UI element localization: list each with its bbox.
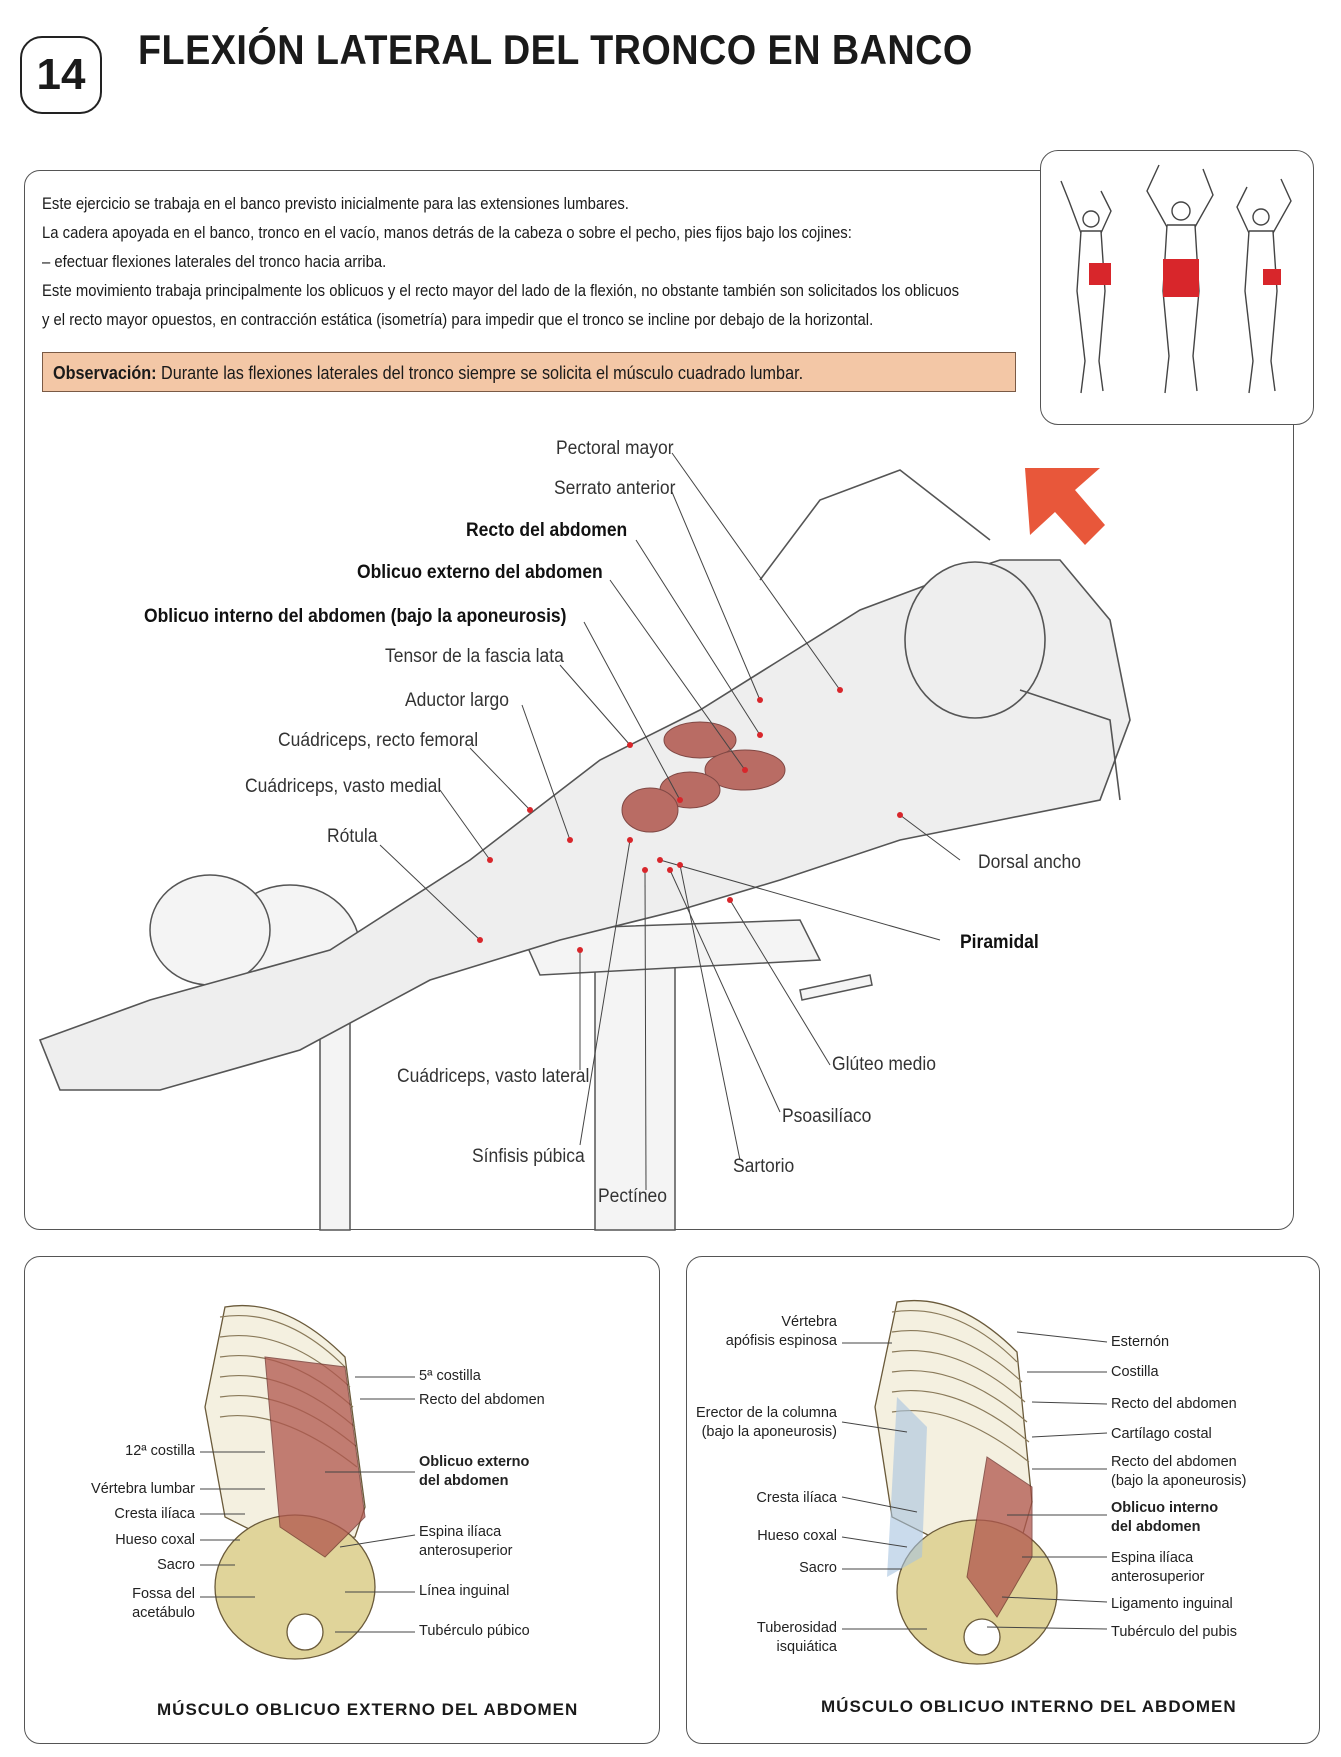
intro-line: – efectuar flexiones laterales del tronc…	[42, 253, 387, 271]
label-fossa-acetabulo-2: acetábulo	[132, 1605, 195, 1621]
label-esternon: Esternón	[1111, 1334, 1170, 1350]
label-oblicuo-externo: Oblicuo externo del abdomen	[357, 562, 603, 583]
label-tuberculo-pubico: Tubérculo púbico	[419, 1623, 530, 1639]
label-sacro-l: Sacro	[157, 1557, 195, 1573]
page-title: FLEXIÓN LATERAL DEL TRONCO EN BANCO	[138, 26, 973, 73]
label-ligamento-inguinal: Ligamento inguinal	[1111, 1596, 1233, 1612]
label-recto-aponeurosis-2: (bajo la aponeurosis)	[1111, 1473, 1247, 1489]
label-sartorio: Sartorio	[733, 1156, 795, 1177]
label-gluteo-medio: Glúteo medio	[832, 1054, 936, 1075]
label-vertebra-lumbar: Vértebra lumbar	[91, 1481, 195, 1497]
label-recto-abdomen-l: Recto del abdomen	[419, 1392, 545, 1408]
ribcage-pelvis-illustration	[841, 1299, 1108, 1665]
label-12a-costilla: 12ª costilla	[125, 1443, 195, 1459]
label-hueso-coxal-l: Hueso coxal	[115, 1532, 195, 1548]
label-piramidal: Piramidal	[960, 932, 1039, 953]
label-dorsal-ancho: Dorsal ancho	[978, 852, 1081, 873]
label-cresta-iliaca-l: Cresta ilíaca	[114, 1506, 195, 1522]
thumbnail-panel	[1040, 150, 1314, 425]
label-cuadriceps-lateral: Cuádriceps, vasto lateral	[397, 1066, 590, 1087]
label-psoasiliaco: Psoasilíaco	[782, 1106, 872, 1127]
label-vertebra-r: Vértebra	[781, 1314, 837, 1330]
label-espina-iliaca-r: Espina ilíaca	[1111, 1550, 1194, 1566]
muscle-figures-illustration	[1060, 164, 1292, 394]
ribcage-pelvis-illustration	[200, 1304, 416, 1660]
label-cuadriceps-recto: Cuádriceps, recto femoral	[278, 730, 479, 751]
inset-oblicuo-interno: Vértebra apófisis espinosa Erector de la…	[686, 1256, 1320, 1744]
intro-line: Este movimiento trabaja principalmente l…	[42, 282, 960, 300]
label-espina-iliaca-l2: anterosuperior	[419, 1543, 513, 1559]
intro-text: Este ejercicio se trabaja en el banco pr…	[42, 190, 1032, 335]
label-linea-inguinal: Línea inguinal	[419, 1583, 510, 1599]
exercise-number: 14	[20, 36, 102, 114]
label-cartilago-costal: Cartílago costal	[1111, 1426, 1212, 1442]
label-cresta-iliaca-r: Cresta ilíaca	[756, 1490, 837, 1506]
label-recto-abdomen: Recto del abdomen	[466, 520, 628, 541]
label-fossa-acetabulo: Fossa del	[132, 1586, 195, 1602]
observation-text: Durante las flexiones laterales del tron…	[161, 363, 804, 383]
label-rotula: Rótula	[327, 826, 378, 847]
label-pectineo: Pectíneo	[598, 1186, 667, 1207]
label-aductor-largo: Aductor largo	[405, 690, 509, 711]
label-tuberosidad-2: isquiática	[776, 1639, 837, 1655]
label-pectoral-mayor: Pectoral mayor	[556, 438, 674, 459]
intro-line: y el recto mayor opuestos, en contracció…	[42, 311, 874, 329]
label-espina-iliaca-l: Espina ilíaca	[419, 1524, 502, 1540]
label-tuberosidad: Tuberosidad	[756, 1620, 837, 1636]
label-recto-abdomen-r: Recto del abdomen	[1111, 1396, 1237, 1412]
label-5a-costilla: 5ª costilla	[419, 1368, 481, 1384]
label-sacro-r: Sacro	[799, 1560, 837, 1576]
label-cuadriceps-medial: Cuádriceps, vasto medial	[245, 776, 442, 797]
inset-oblicuo-externo: 5ª costilla Recto del abdomen Oblicuo ex…	[24, 1256, 660, 1744]
intro-line: La cadera apoyada en el banco, tronco en…	[42, 224, 852, 242]
label-costilla-r: Costilla	[1111, 1364, 1159, 1380]
label-oblicuo-interno-r2: del abdomen	[1111, 1519, 1201, 1535]
label-tuberculo-pubis: Tubérculo del pubis	[1111, 1624, 1238, 1640]
label-espina-iliaca-r2: anterosuperior	[1111, 1569, 1205, 1585]
label-recto-aponeurosis: Recto del abdomen	[1111, 1454, 1237, 1470]
caption-oblicuo-interno: MÚSCULO OBLICUO INTERNO DEL ABDOMEN	[821, 1697, 1237, 1716]
label-tensor-fascia: Tensor de la fascia lata	[385, 646, 564, 667]
caption-oblicuo-externo: MÚSCULO OBLICUO EXTERNO DEL ABDOMEN	[157, 1700, 579, 1719]
label-sinfisis: Sínfisis púbica	[472, 1146, 585, 1167]
observation-label: Observación:	[53, 363, 157, 383]
observation-box: Observación: Durante las flexiones later…	[42, 352, 1016, 392]
label-oblicuo-interno-r: Oblicuo interno	[1111, 1500, 1219, 1516]
intro-line: Este ejercicio se trabaja en el banco pr…	[42, 195, 629, 213]
label-oblicuo-externo-l2: del abdomen	[419, 1473, 509, 1489]
label-erector-columna: Erector de la columna	[695, 1405, 837, 1421]
label-apofisis-espinosa: apófisis espinosa	[725, 1333, 837, 1349]
label-hueso-coxal-r: Hueso coxal	[757, 1528, 837, 1544]
label-erector-columna-2: (bajo la aponeurosis)	[701, 1424, 837, 1440]
label-oblicuo-externo-l: Oblicuo externo	[419, 1454, 530, 1470]
label-oblicuo-interno: Oblicuo interno del abdomen (bajo la apo…	[144, 606, 567, 627]
label-serrato-anterior: Serrato anterior	[554, 478, 676, 499]
